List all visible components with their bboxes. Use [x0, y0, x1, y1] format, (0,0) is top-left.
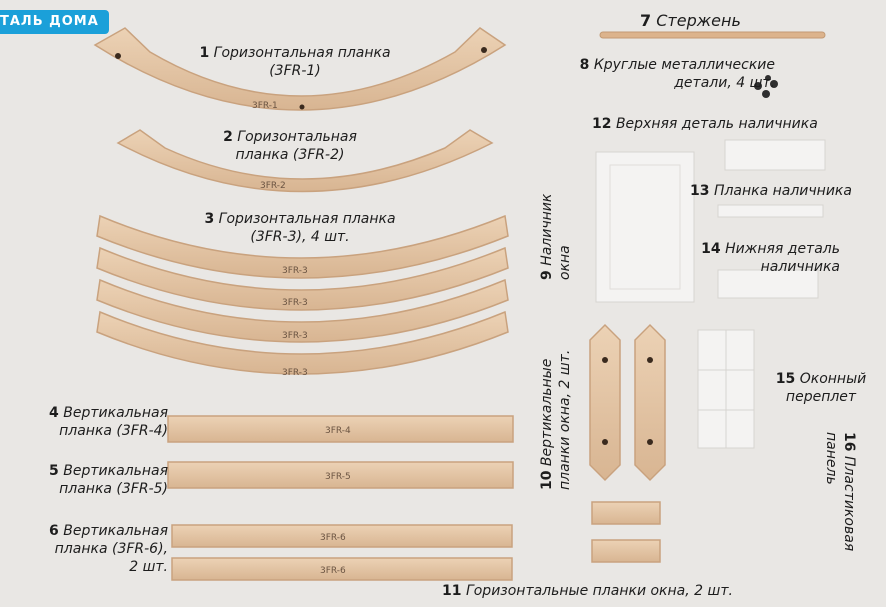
label-part-1: 1 Горизонтальная планка(3FR-1) [160, 44, 430, 80]
stamp-3fr-6: 3FR-6 [320, 566, 346, 576]
part-11-horizontal-window-plank-2 [592, 540, 660, 562]
label-part-11: 11 Горизонтальные планки окна, 2 шт. [442, 582, 733, 600]
part-6-vertical-plank-2: 3FR-6 [172, 558, 512, 580]
stamp-3fr-3: 3FR-3 [282, 266, 308, 276]
part-10-vertical-window-plank-1 [590, 325, 620, 480]
part-6-vertical-plank-1: 3FR-6 [172, 525, 512, 547]
part-13-trim-strip [718, 205, 823, 217]
stamp-3fr-2: 3FR-2 [260, 181, 286, 191]
part-4-vertical-plank: 3FR-4 [168, 416, 513, 442]
label-part-13: 13 Планка наличника [690, 182, 852, 200]
stamp-3fr-3: 3FR-3 [282, 368, 308, 378]
label-part-7: 7 Стержень [640, 12, 741, 30]
stamp-3fr-3: 3FR-3 [282, 331, 308, 341]
part-5-vertical-plank: 3FR-5 [168, 462, 513, 488]
label-part-3: 3 Горизонтальная планка(3FR-3), 4 шт. [170, 210, 430, 246]
stamp-3fr-4: 3FR-4 [325, 426, 351, 436]
part-12-top-trim [725, 140, 825, 170]
stamp-3fr-3: 3FR-3 [282, 298, 308, 308]
stamp-3fr-1: 3FR-1 [252, 101, 278, 111]
stamp-3fr-6: 3FR-6 [320, 533, 346, 543]
part-7-rod [600, 32, 825, 38]
part-15-window-sash [698, 330, 754, 448]
label-part-12: 12 Верхняя деталь наличника [592, 115, 818, 133]
stamp-3fr-5: 3FR-5 [325, 472, 351, 482]
part-10-vertical-window-plank-2 [635, 325, 665, 480]
part-9-window-trim [596, 152, 694, 302]
part-11-horizontal-window-plank-1 [592, 502, 660, 524]
